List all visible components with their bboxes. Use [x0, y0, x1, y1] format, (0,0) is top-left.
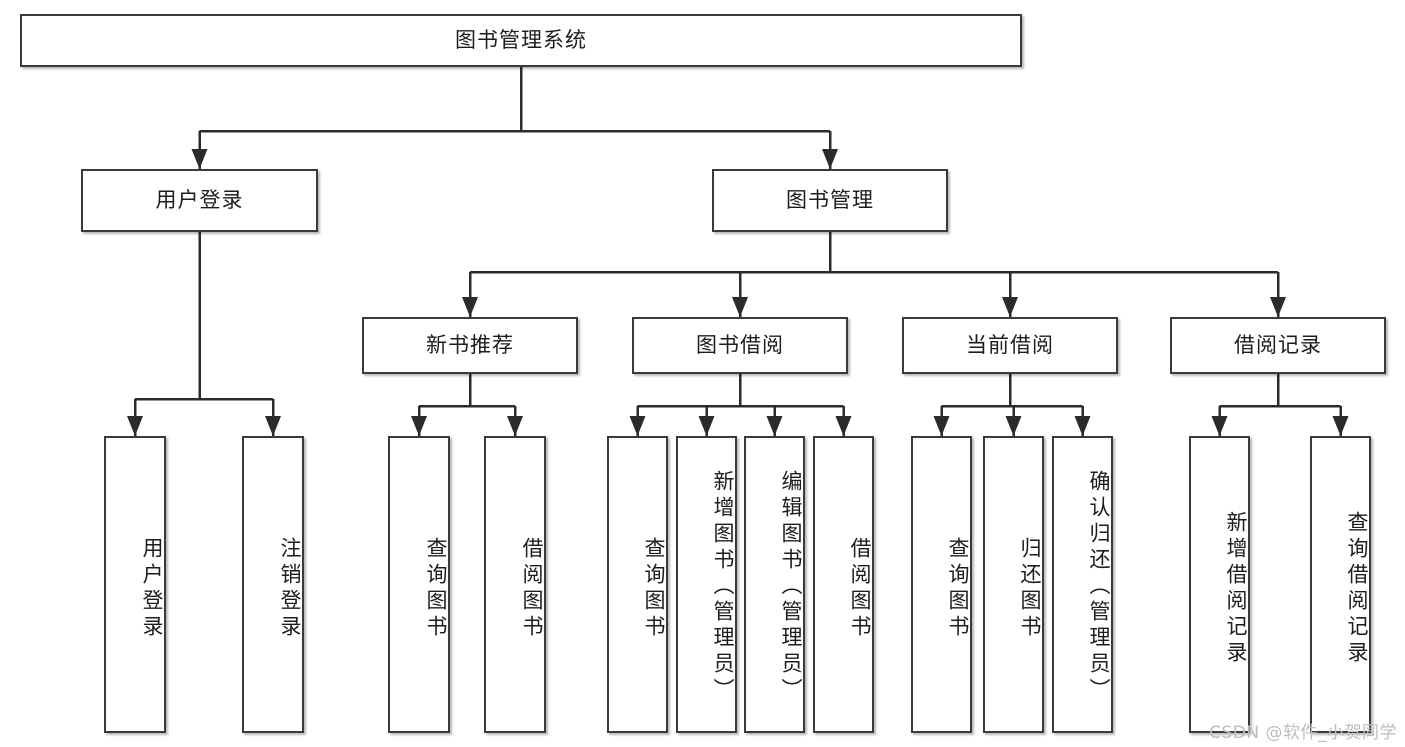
node-l1_1[interactable]: 图书管理 [712, 169, 948, 232]
edge-arrowhead [507, 416, 523, 436]
node-leaf_12[interactable]: 查询借阅记录 [1310, 436, 1371, 733]
node-label: 当前借阅 [966, 332, 1054, 357]
edge-arrowhead [1002, 297, 1018, 317]
node-leaf_4[interactable]: 查询图书 [607, 436, 668, 733]
node-leaf_5[interactable]: 新增图书（管理员） [676, 436, 737, 733]
node-root[interactable]: 图书管理系统 [20, 14, 1022, 67]
node-l2_2[interactable]: 当前借阅 [902, 317, 1118, 374]
edge-arrowhead [732, 297, 748, 317]
node-label: 图书管理系统 [455, 27, 587, 52]
edge-arrowhead [191, 149, 208, 169]
node-label: 注销登录 [278, 536, 302, 641]
node-l1_0[interactable]: 用户登录 [81, 169, 318, 232]
node-l2_1[interactable]: 图书借阅 [632, 317, 848, 374]
node-label: 图书借阅 [696, 332, 784, 357]
node-label: 确认归还（管理员） [1087, 469, 1111, 704]
edge-arrowhead [127, 416, 143, 436]
edge-arrowhead [629, 416, 646, 436]
node-leaf_1[interactable]: 注销登录 [242, 436, 304, 733]
node-leaf_7[interactable]: 借阅图书 [813, 436, 874, 733]
edge-arrowhead [265, 416, 281, 436]
edge-arrowhead [1211, 416, 1228, 436]
node-label: 新书推荐 [426, 332, 514, 357]
edge-arrowhead [698, 416, 715, 436]
node-label: 借阅记录 [1234, 332, 1322, 357]
edge-arrowhead [822, 149, 838, 169]
edge-arrowhead [933, 416, 950, 436]
node-label: 借阅图书 [520, 536, 544, 641]
node-leaf_3[interactable]: 借阅图书 [484, 436, 546, 733]
node-leaf_10[interactable]: 确认归还（管理员） [1052, 436, 1113, 733]
edge-arrowhead [835, 416, 852, 436]
node-label: 查询借阅记录 [1345, 510, 1369, 667]
node-l2_0[interactable]: 新书推荐 [362, 317, 578, 374]
node-leaf_6[interactable]: 编辑图书（管理员） [744, 436, 805, 733]
node-label: 新增借阅记录 [1224, 510, 1248, 667]
node-leaf_2[interactable]: 查询图书 [388, 436, 450, 733]
node-leaf_11[interactable]: 新增借阅记录 [1189, 436, 1250, 733]
node-label: 借阅图书 [848, 536, 872, 641]
edge-arrowhead [411, 416, 427, 436]
node-label: 图书管理 [786, 187, 874, 212]
edge-arrowhead [1074, 416, 1091, 436]
edge-arrowhead [1005, 416, 1022, 436]
edge-arrowhead [462, 297, 478, 317]
watermark: CSDN @软件_小贺同学 [1209, 723, 1397, 743]
node-label: 用户登录 [140, 536, 164, 641]
edge-arrowhead [1270, 297, 1286, 317]
node-label: 新增图书（管理员） [711, 469, 735, 704]
node-label: 用户登录 [155, 187, 244, 212]
node-l2_3[interactable]: 借阅记录 [1170, 317, 1386, 374]
node-leaf_0[interactable]: 用户登录 [104, 436, 166, 733]
node-label: 查询图书 [424, 536, 448, 641]
node-leaf_8[interactable]: 查询图书 [911, 436, 972, 733]
node-leaf_9[interactable]: 归还图书 [983, 436, 1044, 733]
node-label: 查询图书 [946, 536, 970, 641]
edge-arrowhead [766, 416, 783, 436]
node-label: 编辑图书（管理员） [779, 469, 803, 704]
node-label: 归还图书 [1018, 536, 1042, 641]
node-label: 查询图书 [642, 536, 666, 641]
edge-arrowhead [1332, 416, 1349, 436]
